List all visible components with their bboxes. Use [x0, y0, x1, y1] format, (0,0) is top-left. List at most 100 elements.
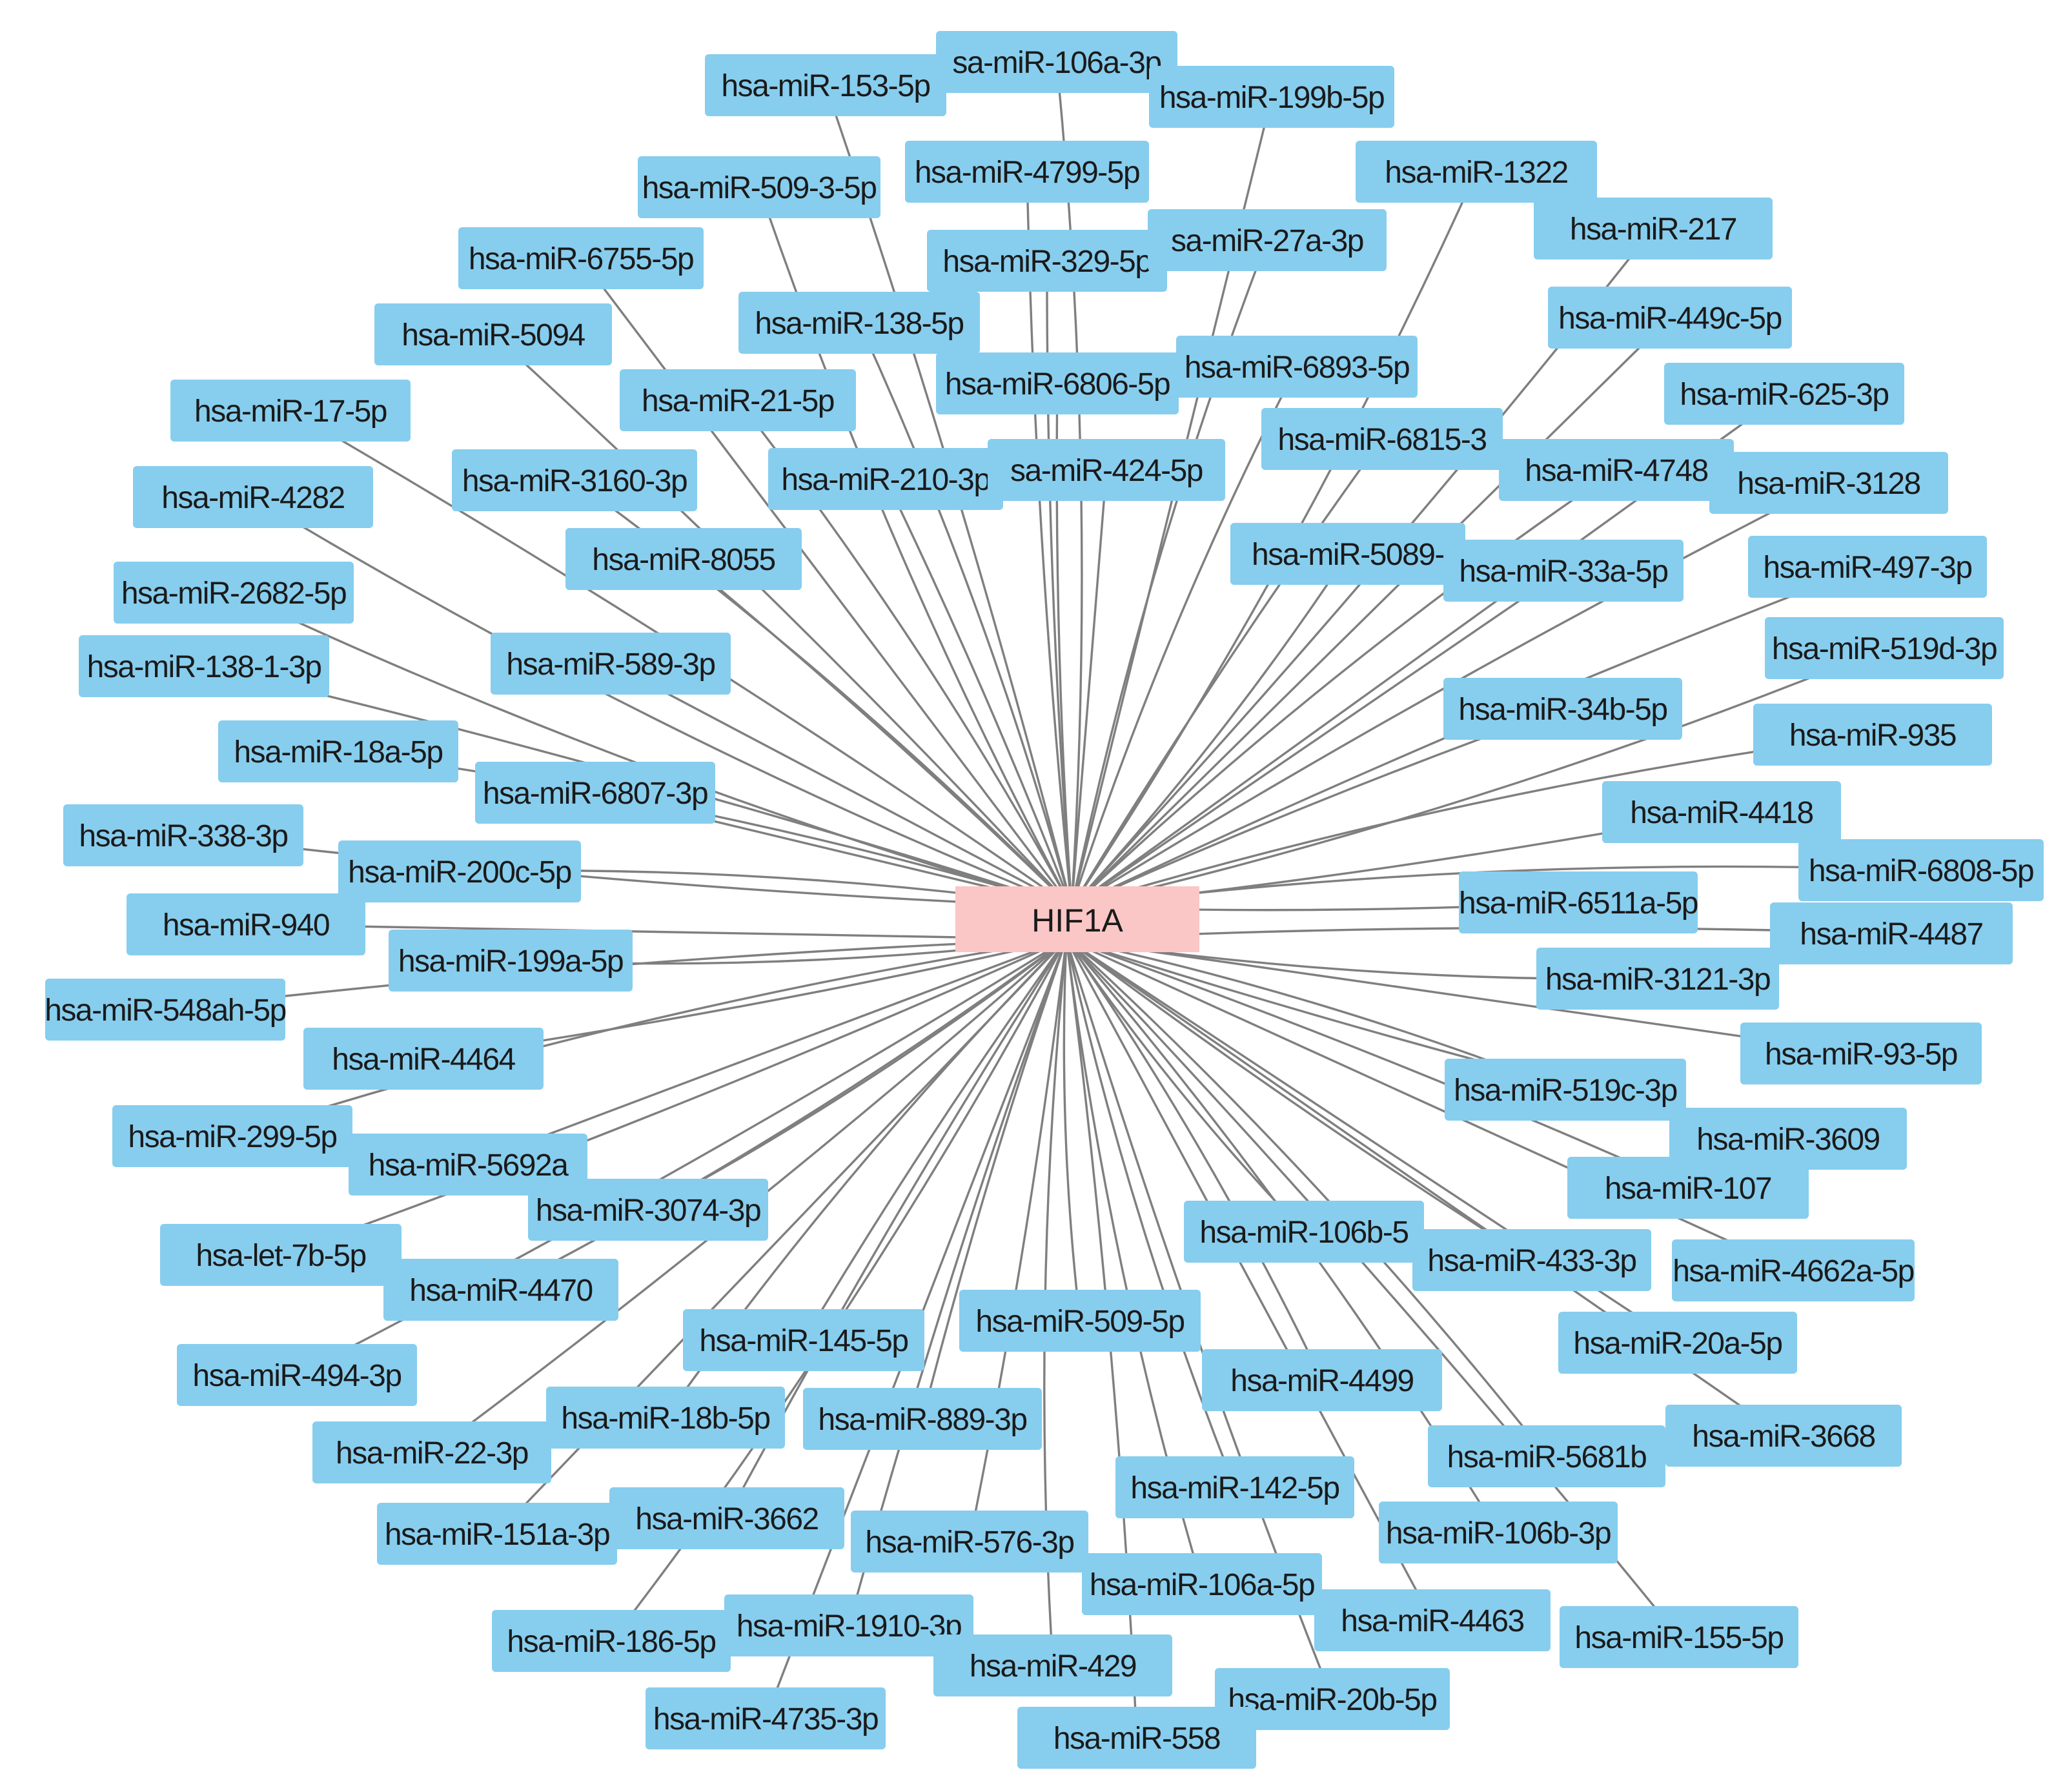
node-label: hsa-miR-142-5p	[1130, 1471, 1339, 1505]
node-hsa-mir-6893-5p[interactable]: hsa-miR-6893-5p	[1176, 336, 1418, 398]
node-hsa-mir-199b-5p[interactable]: hsa-miR-199b-5p	[1149, 66, 1394, 128]
node-hsa-mir-4282[interactable]: hsa-miR-4282	[133, 466, 373, 528]
node-hsa-mir-509-5p[interactable]: hsa-miR-509-5p	[959, 1290, 1201, 1352]
node-hsa-mir-935[interactable]: hsa-miR-935	[1753, 704, 1992, 766]
node-hsa-mir-548ah-5p[interactable]: hsa-miR-548ah-5p	[45, 979, 287, 1041]
node-hsa-mir-106b-3p[interactable]: hsa-miR-106b-3p	[1379, 1502, 1618, 1563]
node-hsa-mir-106b-5[interactable]: hsa-miR-106b-5	[1184, 1201, 1424, 1263]
node-hsa-mir-151a-3p[interactable]: hsa-miR-151a-3p	[377, 1503, 617, 1565]
node-label: hsa-miR-18a-5p	[234, 735, 442, 769]
node-hsa-mir-3121-3p[interactable]: hsa-miR-3121-3p	[1536, 948, 1779, 1010]
node-hsa-mir-4487[interactable]: hsa-miR-4487	[1770, 902, 2013, 964]
node-label: hsa-miR-494-3p	[192, 1359, 401, 1393]
node-hsa-mir-4418[interactable]: hsa-miR-4418	[1602, 781, 1841, 843]
node-hsa-mir-497-3p[interactable]: hsa-miR-497-3p	[1748, 536, 1987, 598]
node-sa-mir-424-5p[interactable]: sa-miR-424-5p	[988, 439, 1225, 501]
node-label: hsa-miR-3160-3p	[462, 464, 687, 498]
node-hsa-mir-4748[interactable]: hsa-miR-4748	[1499, 439, 1734, 501]
node-box	[1567, 1157, 1809, 1219]
node-hsa-mir-20a-5p[interactable]: hsa-miR-20a-5p	[1558, 1312, 1797, 1374]
node-hsa-mir-93-5p[interactable]: hsa-miR-93-5p	[1740, 1023, 1982, 1084]
node-hsa-mir-145-5p[interactable]: hsa-miR-145-5p	[683, 1309, 924, 1371]
node-hsa-mir-338-3p[interactable]: hsa-miR-338-3p	[63, 804, 303, 866]
node-hsa-mir-8055[interactable]: hsa-miR-8055	[565, 528, 802, 590]
node-box	[1765, 617, 2004, 679]
node-hsa-mir-138-5p[interactable]: hsa-miR-138-5p	[738, 292, 980, 354]
node-hsa-mir-576-3p[interactable]: hsa-miR-576-3p	[851, 1511, 1088, 1573]
node-hsa-mir-155-5p[interactable]: hsa-miR-155-5p	[1560, 1606, 1798, 1668]
node-hsa-mir-5089[interactable]: hsa-miR-5089-	[1230, 523, 1465, 585]
node-label: hsa-miR-6806-5p	[945, 367, 1170, 402]
node-hsa-mir-200c-5p[interactable]: hsa-miR-200c-5p	[338, 840, 581, 902]
node-hsa-mir-1910-3p[interactable]: hsa-miR-1910-3p	[724, 1594, 973, 1656]
node-hsa-mir-3074-3p[interactable]: hsa-miR-3074-3p	[528, 1179, 768, 1241]
node-hsa-mir-3662[interactable]: hsa-miR-3662	[609, 1487, 844, 1549]
node-hsa-mir-519c-3p[interactable]: hsa-miR-519c-3p	[1445, 1059, 1686, 1121]
node-hsa-mir-329-5p[interactable]: hsa-miR-329-5p	[927, 230, 1167, 292]
node-hsa-mir-6511a-5p[interactable]: hsa-miR-6511a-5p	[1459, 871, 1698, 933]
node-box	[1230, 523, 1465, 585]
node-hsa-mir-3128[interactable]: hsa-miR-3128	[1709, 452, 1948, 514]
node-hsa-mir-199a-5p[interactable]: hsa-miR-199a-5p	[389, 930, 633, 992]
node-hsa-mir-5692a[interactable]: hsa-miR-5692a	[349, 1134, 587, 1196]
node-hsa-mir-509-3-5p[interactable]: hsa-miR-509-3-5p	[638, 156, 880, 218]
edge-hsa-let-7b-5p	[280, 938, 1067, 1256]
node-hsa-mir-4470[interactable]: hsa-miR-4470	[383, 1259, 618, 1321]
node-hsa-mir-142-5p[interactable]: hsa-miR-142-5p	[1115, 1456, 1354, 1518]
node-hsa-mir-138-1-3p[interactable]: hsa-miR-138-1-3p	[79, 635, 329, 697]
node-hsa-mir-210-3p[interactable]: hsa-miR-210-3p	[768, 448, 1003, 510]
node-hsa-mir-433-3p[interactable]: hsa-miR-433-3p	[1412, 1229, 1651, 1291]
node-hsa-mir-33a-5p[interactable]: hsa-miR-33a-5p	[1443, 540, 1684, 602]
node-hsa-mir-6807-3p[interactable]: hsa-miR-6807-3p	[475, 762, 715, 824]
node-hsa-mir-429[interactable]: hsa-miR-429	[933, 1634, 1172, 1696]
node-hsa-mir-6806-5p[interactable]: hsa-miR-6806-5p	[936, 352, 1179, 414]
node-hsa-mir-299-5p[interactable]: hsa-miR-299-5p	[112, 1105, 352, 1167]
node-hsa-mir-18a-5p[interactable]: hsa-miR-18a-5p	[218, 720, 458, 782]
node-hsa-mir-20b-5p[interactable]: hsa-miR-20b-5p	[1215, 1668, 1450, 1730]
node-hsa-mir-4799-5p[interactable]: hsa-miR-4799-5p	[905, 141, 1149, 203]
node-hsa-mir-4499[interactable]: hsa-miR-4499	[1202, 1349, 1442, 1411]
node-hsa-mir-6815-3[interactable]: hsa-miR-6815-3	[1261, 408, 1503, 470]
node-box	[1149, 66, 1394, 128]
node-hsa-mir-3668[interactable]: hsa-miR-3668	[1665, 1405, 1902, 1467]
node-hsa-mir-589-3p[interactable]: hsa-miR-589-3p	[491, 633, 731, 695]
node-hsa-mir-4735-3p[interactable]: hsa-miR-4735-3p	[646, 1687, 886, 1749]
node-hsa-mir-494-3p[interactable]: hsa-miR-494-3p	[177, 1344, 417, 1406]
node-hsa-mir-17-5p[interactable]: hsa-miR-17-5p	[170, 380, 411, 442]
node-hsa-mir-4463[interactable]: hsa-miR-4463	[1314, 1589, 1551, 1651]
node-label: hsa-miR-20a-5p	[1573, 1327, 1782, 1361]
node-hsa-mir-106a-5p[interactable]: hsa-miR-106a-5p	[1082, 1553, 1322, 1615]
hub-node[interactable]: HIF1A	[955, 886, 1199, 952]
node-hsa-mir-5681b[interactable]: hsa-miR-5681b	[1428, 1425, 1665, 1487]
node-hsa-mir-519d-3p[interactable]: hsa-miR-519d-3p	[1765, 617, 2004, 679]
node-hsa-mir-625-3p[interactable]: hsa-miR-625-3p	[1664, 363, 1904, 425]
node-hsa-mir-3160-3p[interactable]: hsa-miR-3160-3p	[452, 449, 697, 511]
node-hsa-mir-3609[interactable]: hsa-miR-3609	[1669, 1108, 1907, 1170]
edge-hsa-mir-4662a-5p	[1066, 938, 1794, 1272]
node-hsa-mir-34b-5p[interactable]: hsa-miR-34b-5p	[1443, 678, 1682, 740]
node-sa-mir-106a-3p[interactable]: sa-miR-106a-3p	[936, 31, 1177, 93]
node-hsa-mir-217[interactable]: hsa-miR-217	[1534, 198, 1773, 260]
node-hsa-mir-22-3p[interactable]: hsa-miR-22-3p	[312, 1421, 551, 1483]
node-hsa-mir-1322[interactable]: hsa-miR-1322	[1356, 141, 1597, 203]
node-hsa-mir-4662a-5p[interactable]: hsa-miR-4662a-5p	[1672, 1239, 1915, 1301]
node-hsa-mir-153-5p[interactable]: hsa-miR-153-5p	[705, 54, 946, 116]
node-label: hsa-miR-509-3-5p	[642, 171, 877, 205]
node-hsa-mir-6808-5p[interactable]: hsa-miR-6808-5p	[1798, 839, 2044, 901]
node-hsa-mir-4464[interactable]: hsa-miR-4464	[303, 1028, 544, 1090]
node-hsa-mir-558[interactable]: hsa-miR-558	[1017, 1707, 1256, 1769]
node-label: hsa-miR-153-5p	[721, 69, 930, 103]
node-hsa-mir-18b-5p[interactable]: hsa-miR-18b-5p	[546, 1387, 785, 1449]
node-hsa-mir-940[interactable]: hsa-miR-940	[127, 893, 365, 955]
node-label: hsa-miR-2682-5p	[121, 576, 346, 611]
node-hsa-mir-5094[interactable]: hsa-miR-5094	[374, 303, 612, 365]
node-hsa-mir-21-5p[interactable]: hsa-miR-21-5p	[620, 369, 856, 431]
node-hsa-mir-889-3p[interactable]: hsa-miR-889-3p	[803, 1388, 1042, 1450]
node-hsa-mir-107[interactable]: hsa-miR-107	[1567, 1157, 1809, 1219]
node-hsa-mir-186-5p[interactable]: hsa-miR-186-5p	[492, 1610, 731, 1672]
node-sa-mir-27a-3p[interactable]: sa-miR-27a-3p	[1148, 209, 1387, 271]
node-hsa-mir-2682-5p[interactable]: hsa-miR-2682-5p	[114, 562, 354, 624]
node-hsa-mir-6755-5p[interactable]: hsa-miR-6755-5p	[458, 227, 704, 289]
node-hsa-mir-449c-5p[interactable]: hsa-miR-449c-5p	[1548, 287, 1792, 349]
node-hsa-let-7b-5p[interactable]: hsa-let-7b-5p	[160, 1224, 402, 1286]
